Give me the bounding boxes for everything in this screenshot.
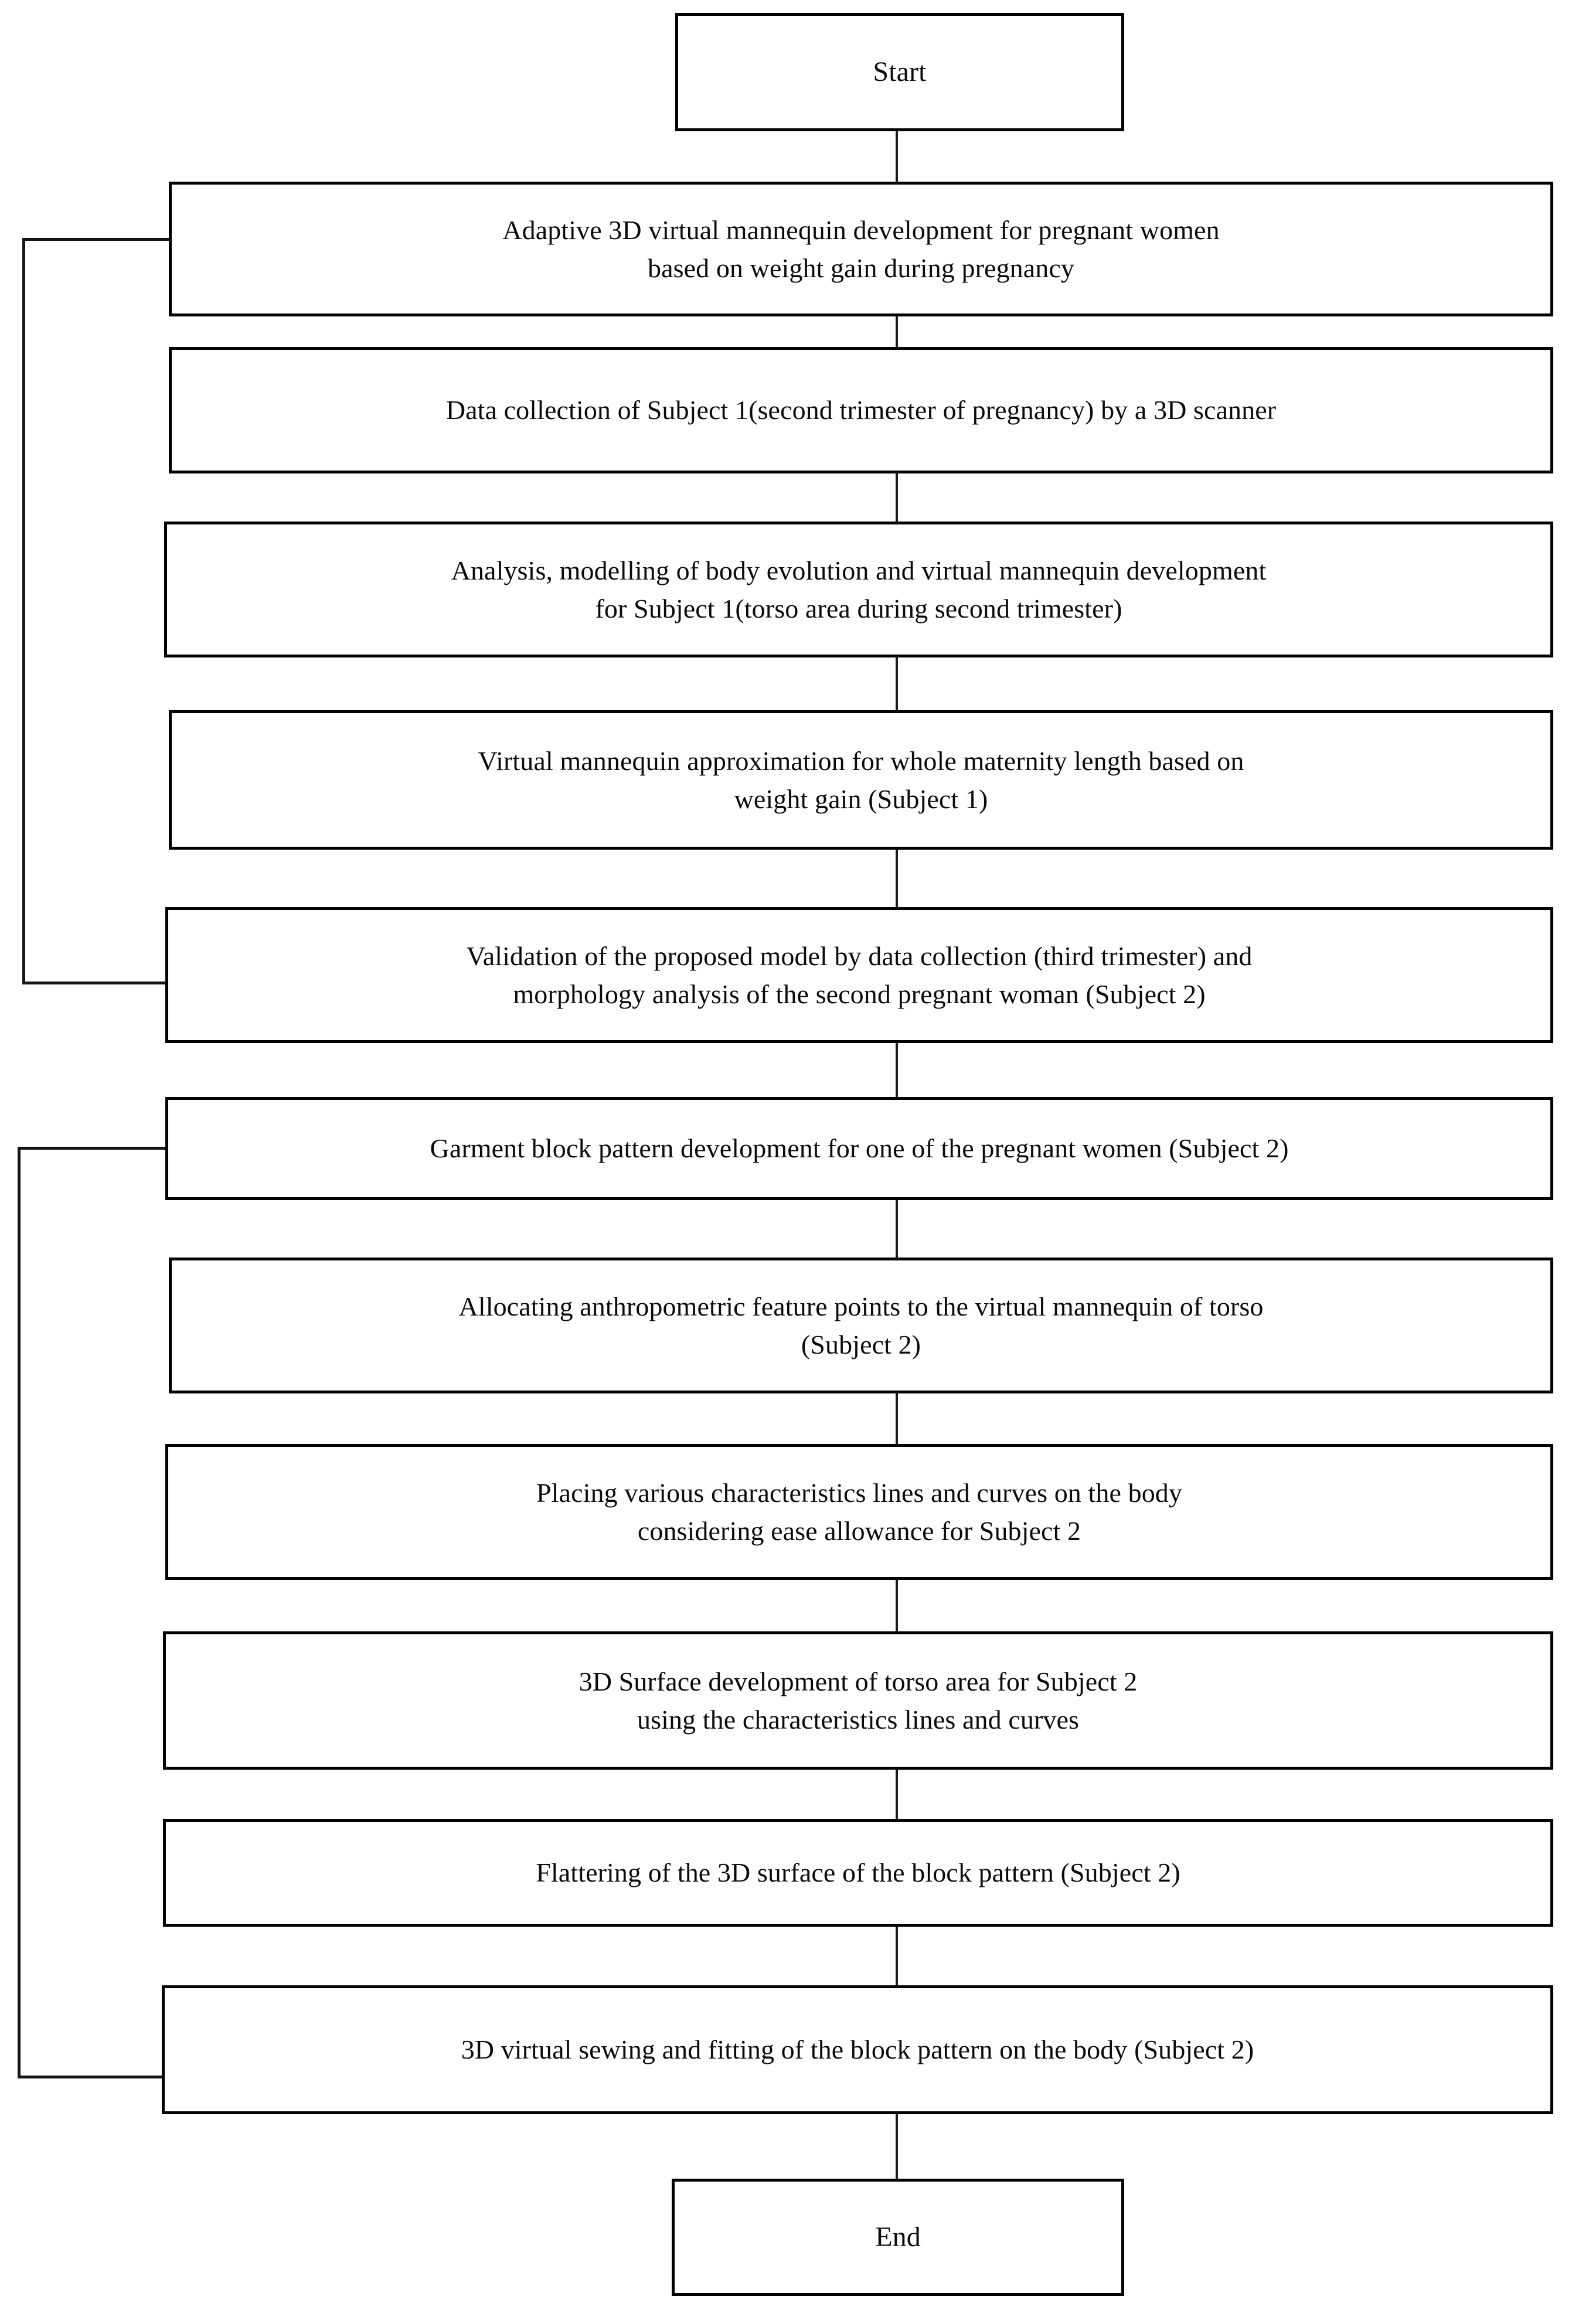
node-step2[interactable]: Data collection of Subject 1(second trim…	[169, 347, 1553, 473]
feedback-loop-1-vertical-segment	[22, 238, 25, 984]
connector-step2-to-step3	[896, 473, 898, 522]
node-step8-label: Placing various characteristics lines an…	[536, 1477, 1182, 1546]
connector-step11-to-end	[896, 2114, 898, 2179]
connector-step4-to-step5	[896, 850, 898, 907]
node-step10-label: Flattering of the 3D surface of the bloc…	[536, 1858, 1180, 1888]
node-step2-label: Data collection of Subject 1(second trim…	[445, 395, 1277, 425]
node-step3-label: Analysis, modelling of body evolution an…	[451, 555, 1267, 623]
connector-step5-to-step6	[896, 1043, 898, 1097]
node-step1[interactable]: Adaptive 3D virtual mannequin developmen…	[169, 182, 1553, 316]
connector-step3-to-step4	[896, 657, 898, 710]
node-step10[interactable]: Flattering of the 3D surface of the bloc…	[163, 1819, 1553, 1927]
node-start[interactable]: Start	[675, 13, 1124, 131]
connector-step6-to-step7	[896, 1200, 898, 1258]
feedback-loop-2-vertical-segment	[18, 1147, 21, 2078]
node-step9[interactable]: 3D Surface development of torso area for…	[163, 1631, 1553, 1770]
node-step11[interactable]: 3D virtual sewing and fitting of the blo…	[162, 1985, 1553, 2114]
node-step7-label: Allocating anthropometric feature points…	[458, 1291, 1264, 1359]
connector-step10-to-step11	[896, 1927, 898, 1985]
feedback-loop-1-top-segment	[22, 238, 170, 241]
node-step7[interactable]: Allocating anthropometric feature points…	[169, 1258, 1553, 1393]
connector-step8-to-step9	[896, 1580, 898, 1631]
node-step8[interactable]: Placing various characteristics lines an…	[165, 1444, 1553, 1580]
node-step11-label: 3D virtual sewing and fitting of the blo…	[461, 2035, 1254, 2065]
node-step1-label: Adaptive 3D virtual mannequin developmen…	[502, 214, 1220, 283]
node-step4-label: Virtual mannequin approximation for whol…	[478, 745, 1244, 814]
node-end-label: End	[875, 2221, 921, 2253]
node-step5-label: Validation of the proposed model by data…	[466, 940, 1253, 1009]
node-step4[interactable]: Virtual mannequin approximation for whol…	[169, 710, 1553, 850]
feedback-loop-1-bottom-segment	[22, 982, 170, 984]
node-step6-label: Garment block pattern development for on…	[430, 1133, 1289, 1164]
node-end[interactable]: End	[672, 2179, 1124, 2296]
connector-start-to-step1	[896, 131, 898, 182]
node-start-label: Start	[873, 56, 927, 87]
connector-step7-to-step8	[896, 1393, 898, 1444]
connector-step1-to-step2	[896, 316, 898, 347]
feedback-loop-2-top-segment	[18, 1147, 167, 1150]
connector-step9-to-step10	[896, 1770, 898, 1819]
node-step9-label: 3D Surface development of torso area for…	[579, 1666, 1138, 1735]
node-step5[interactable]: Validation of the proposed model by data…	[165, 907, 1553, 1043]
feedback-loop-2-bottom-segment	[18, 2076, 167, 2078]
node-step3[interactable]: Analysis, modelling of body evolution an…	[164, 522, 1553, 657]
node-step6[interactable]: Garment block pattern development for on…	[165, 1097, 1553, 1200]
